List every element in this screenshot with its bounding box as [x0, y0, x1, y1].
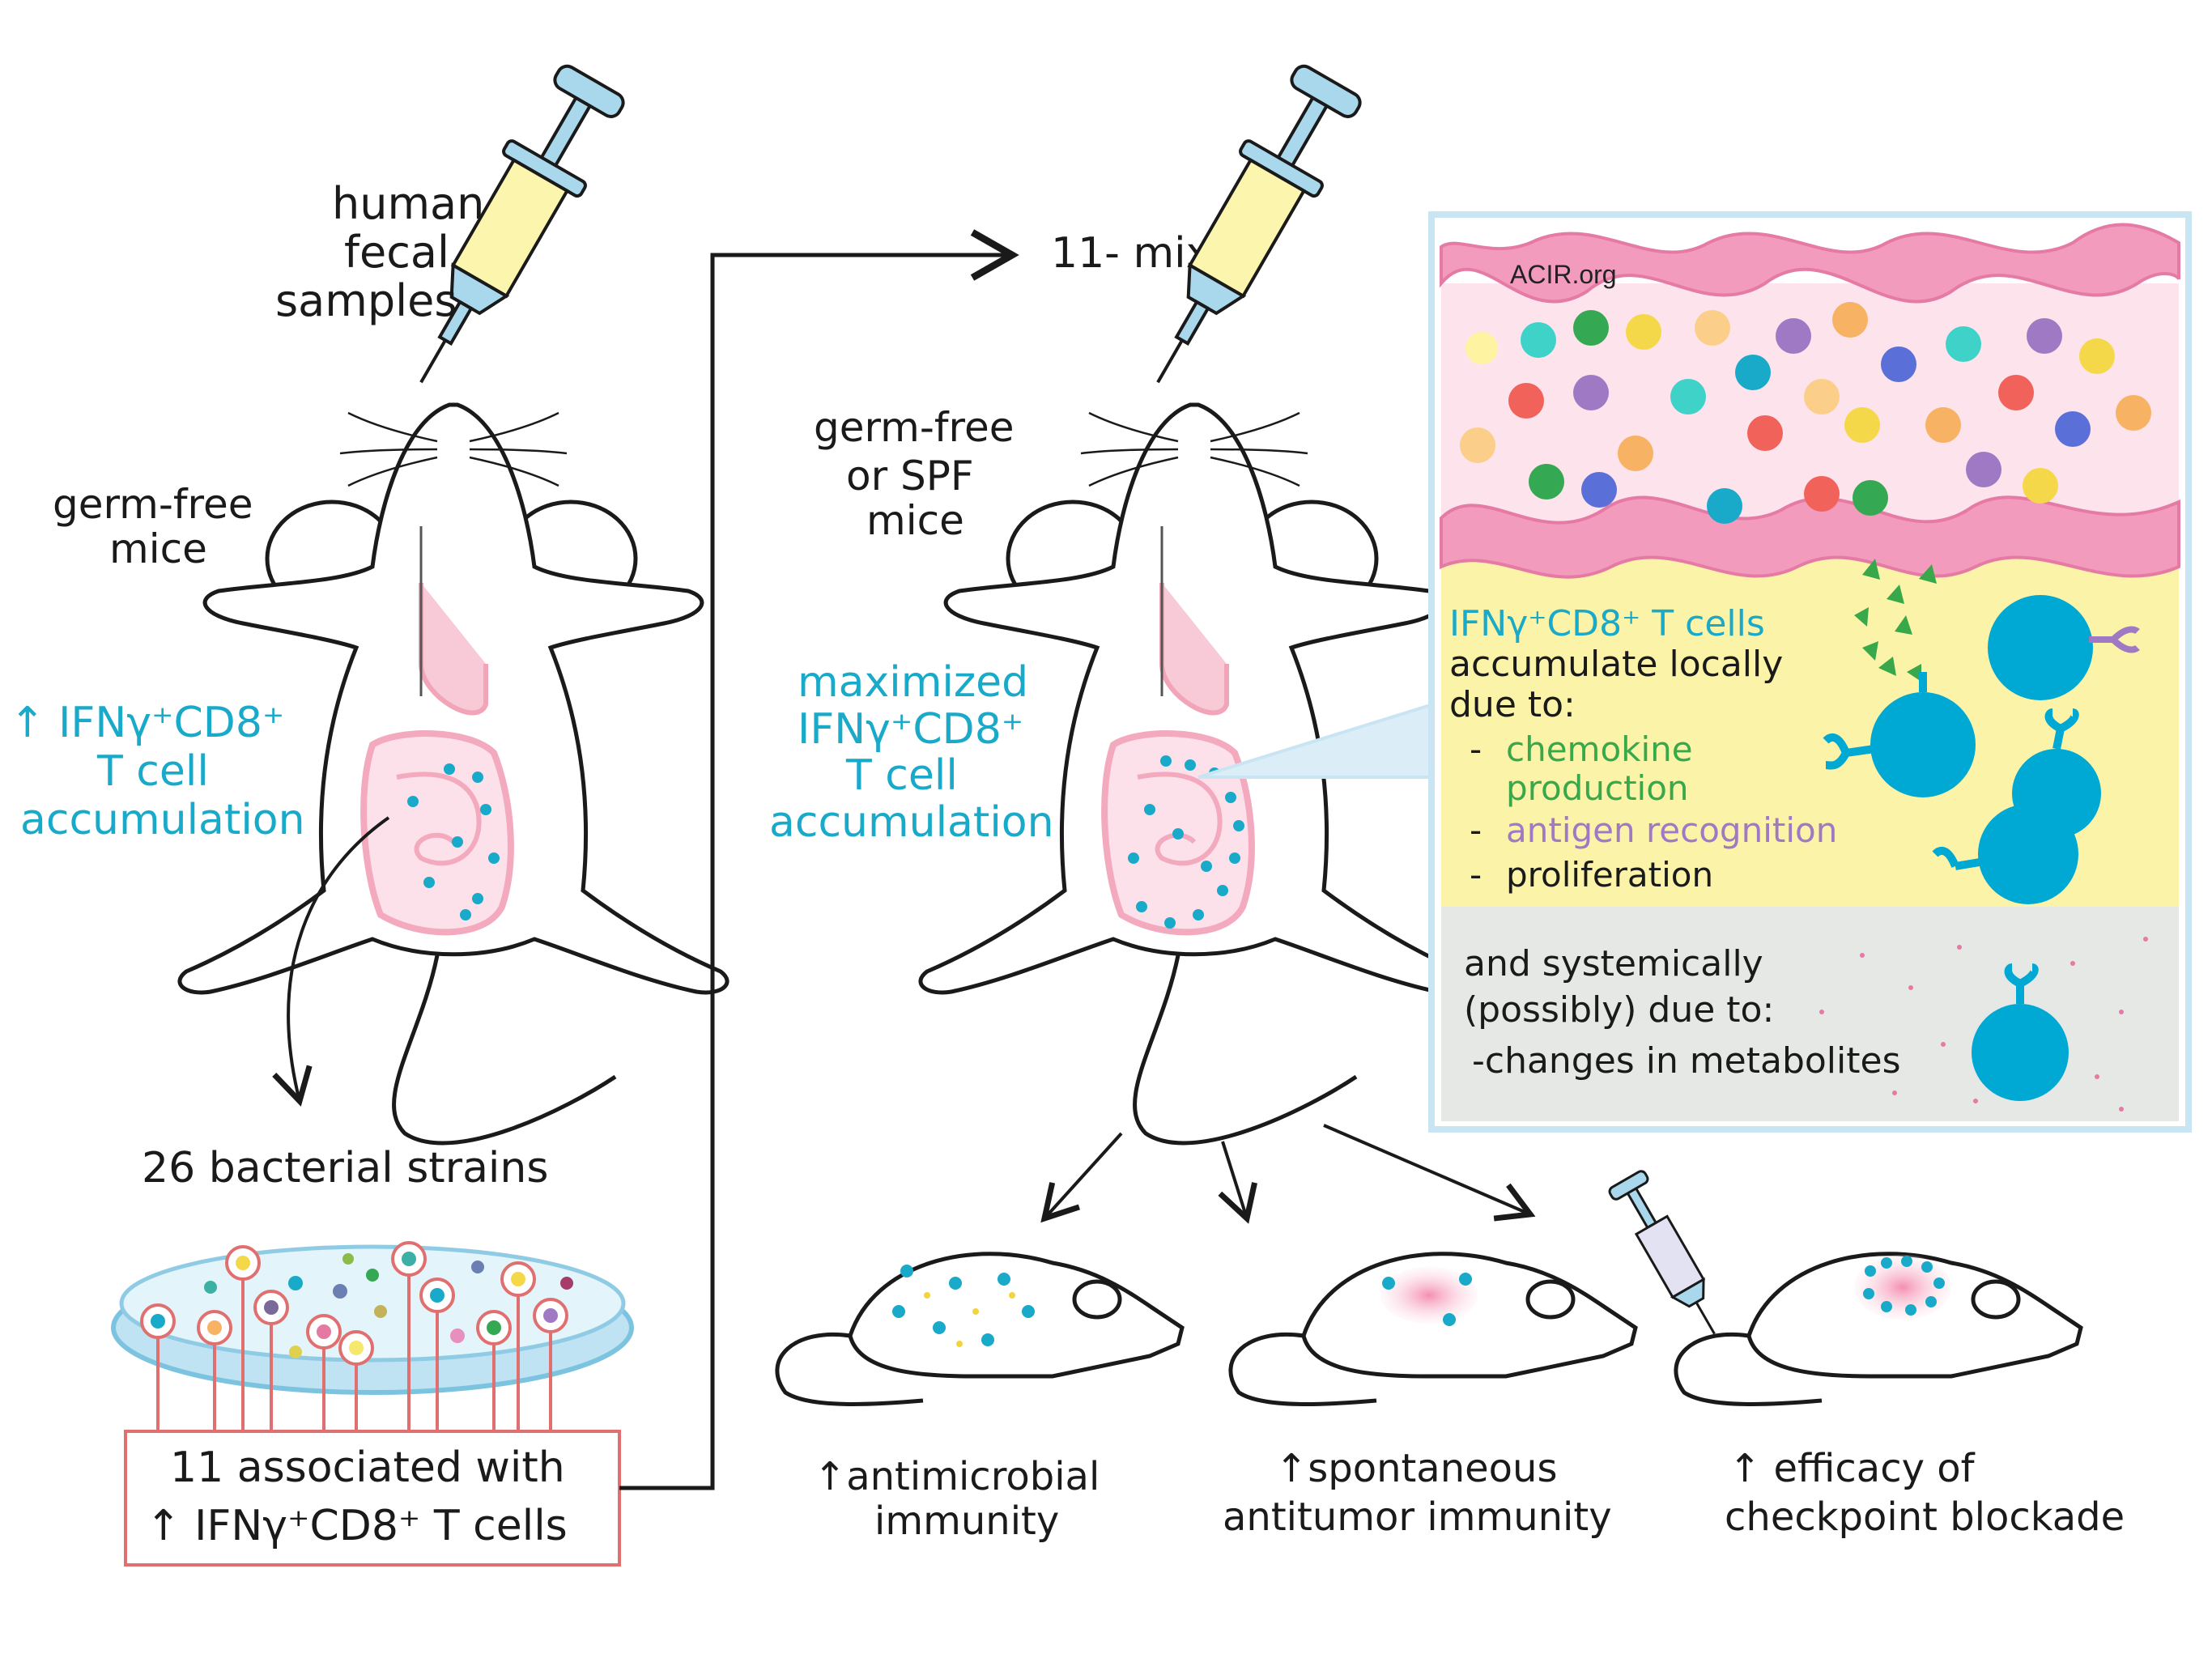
metabolite-speckles [1819, 937, 2148, 1112]
outcome-mouse-antitumor [1228, 1252, 1638, 1406]
gut-illustration [360, 526, 514, 936]
local-lines: accumulate locally due to: [1449, 644, 1794, 725]
middle-effect-text: maximized IFNγ⁺CD8⁺ T cell accumulation [769, 658, 1054, 847]
chemokine-icons [1854, 559, 1937, 682]
syringe-icon [1156, 64, 1362, 384]
outcome-label-antimicrobial: ↑antimicrobial immunity [814, 1454, 1112, 1544]
outcome-mouse-antimicrobial [775, 1252, 1185, 1406]
reason-proliferation: - proliferation [1470, 855, 1713, 895]
arrow [619, 229, 1019, 1490]
outcome-arrows [1040, 1124, 1536, 1224]
t-cell-dots [407, 763, 500, 920]
arrow [272, 816, 390, 1107]
left-effect-text: ↑ IFNγ⁺CD8⁺ T cell accumulation [10, 699, 305, 844]
bacteria-dots [1460, 302, 2151, 524]
systemic-lines: and systemically (possibly) due to: -cha… [1464, 943, 1901, 1082]
watermark: ACIR.org [1510, 260, 1617, 289]
mix-label: 11- mix [1051, 229, 1210, 278]
whiskers [1080, 411, 1308, 487]
syringe-icon [419, 64, 625, 384]
associated-strains-text: 11 associated with ↑ IFNγ⁺CD8⁺ T cells [146, 1443, 578, 1550]
reason-antigen: - antigen recognition [1470, 810, 1837, 850]
associated-strains-box [124, 1430, 621, 1567]
reason-chemokine: - chemokine production [1470, 729, 1704, 808]
strains-label: 26 bacterial strains [142, 1144, 548, 1192]
outcome-label-checkpoint: ↑ efficacy of checkpoint blockade [1725, 1446, 2125, 1540]
syringe-icon [1608, 1170, 1716, 1335]
syringe-label: human fecal samples [275, 178, 499, 326]
local-title: IFNγ⁺CD8⁺ T cells [1449, 603, 1765, 644]
germ-free-spf-label: germ-free or SPF mice [814, 404, 1027, 544]
outcome-mouse-checkpoint [1674, 1252, 2083, 1406]
t-cell-icons [1823, 595, 2140, 1101]
whiskers [339, 411, 568, 487]
colony-circles [140, 1241, 573, 1366]
outcome-label-antitumor: ↑spontaneous antitumor immunity [1223, 1446, 1612, 1540]
germ-free-mice-label: germ-free mice [53, 481, 266, 572]
